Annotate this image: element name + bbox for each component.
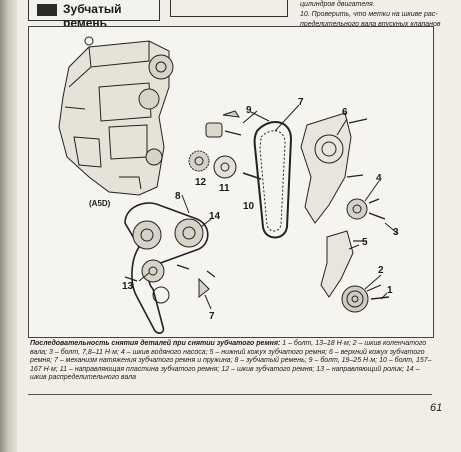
callout-label: 10 — [243, 201, 255, 212]
callout-label: 11 — [219, 183, 230, 194]
caption-text: 1 – болт, 13–18 Н·м; 2 – шкив коленчатог… — [30, 340, 432, 382]
callout-label: 6 — [342, 107, 348, 118]
top-right-text: цилиндров двигателя. 10. Проверить, что … — [300, 0, 458, 30]
figure-caption: Последовательность снятия деталей при сн… — [30, 340, 432, 383]
lower-cover-illustration — [320, 230, 367, 298]
figure-frame: 9 7 6 12 11 10 8 14 4 3 5 2 1 13 7 (A5D) — [28, 26, 434, 338]
section-header: Зубчатый ремень — [28, 0, 160, 30]
timing-belt-diagram — [58, 36, 398, 334]
callout-label: 14 — [209, 211, 221, 222]
engine-block-illustration — [58, 36, 174, 196]
guide-plate-illustration — [213, 155, 237, 179]
callout-label: 7 — [298, 97, 304, 108]
top-text-line: цилиндров двигателя. — [300, 1, 375, 8]
inset-engine-code: (A5D) — [89, 199, 111, 208]
upper-cover-illustration — [300, 112, 368, 224]
timing-belt-illustration — [253, 121, 293, 239]
callout-label: 12 — [195, 177, 207, 188]
inset-belt-illustration — [124, 202, 216, 334]
callout-label: 2 — [378, 265, 384, 276]
crankshaft-pulley-illustration — [341, 284, 390, 313]
previous-figure-frame — [170, 0, 288, 17]
callout-label: 9 — [246, 105, 252, 116]
header-tab-marker — [37, 4, 57, 16]
page-number: 61 — [430, 402, 443, 414]
top-text-line: 10. Проверить, что метки на шкиве рас- — [300, 11, 438, 18]
callout-label: 3 — [393, 227, 399, 238]
callout-label: 8 — [175, 191, 181, 202]
callout-label: 5 — [362, 237, 368, 248]
tensioner-parts — [205, 110, 270, 138]
callout-label: 7 — [209, 311, 215, 322]
water-pump-pulley-illustration — [346, 198, 386, 220]
callout-label: 1 — [387, 285, 393, 296]
page-rule — [28, 394, 432, 395]
crank-sprocket-illustration — [188, 150, 210, 172]
callout-label: 13 — [122, 281, 134, 292]
caption-heading: Последовательность снятия деталей при сн… — [30, 340, 281, 347]
book-gutter — [0, 0, 17, 452]
callout-label: 4 — [376, 173, 382, 184]
top-text-line: пределительного вала впускных клапанов — [300, 21, 441, 28]
